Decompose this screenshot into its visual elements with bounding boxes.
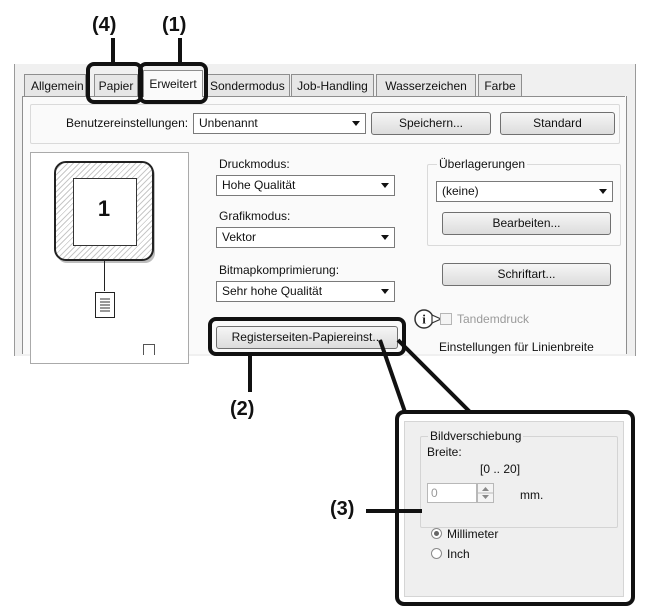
callout-4: (4) <box>92 14 117 36</box>
user-settings-group <box>30 104 620 144</box>
print-mode-value: Hohe Qualität <box>222 178 296 192</box>
page-sheet <box>73 178 137 246</box>
callout-2: (2) <box>230 398 255 420</box>
chevron-down-icon <box>381 235 389 240</box>
preview-connector <box>104 261 105 291</box>
tandem-checkbox[interactable] <box>440 313 452 325</box>
chevron-down-icon <box>352 121 360 126</box>
edit-overlay-button[interactable]: Bearbeiten... <box>442 212 611 235</box>
callout-1: (1) <box>162 14 187 36</box>
graphics-mode-value: Vektor <box>222 230 257 244</box>
tab-allgemein[interactable]: Allgemein <box>24 74 86 96</box>
width-value: 0 <box>431 486 438 500</box>
callout-line-4 <box>111 38 115 68</box>
tab-farbe[interactable]: Farbe <box>478 74 522 96</box>
callout-line-3 <box>366 509 422 513</box>
radio-millimeter[interactable] <box>431 528 442 539</box>
image-shift-title: Bildverschiebung <box>428 429 524 443</box>
bitmap-compression-value: Sehr hohe Qualität <box>222 284 323 298</box>
overlays-value: (keine) <box>442 184 479 198</box>
width-unit: mm. <box>520 488 544 502</box>
user-settings-value: Unbenannt <box>199 116 258 130</box>
default-button[interactable]: Standard <box>500 112 615 135</box>
bitmap-compression-select[interactable]: Sehr hohe Qualität <box>216 281 395 302</box>
highlight-tab-erweitert <box>138 62 208 104</box>
tab-wasserzeichen[interactable]: Wasserzeichen <box>376 74 476 96</box>
callout-line-1 <box>178 38 182 68</box>
info-icon: i <box>414 308 443 330</box>
radio-millimeter-label: Millimeter <box>447 527 499 541</box>
save-button[interactable]: Speichern... <box>371 112 491 135</box>
overlays-select[interactable]: (keine) <box>436 181 613 202</box>
spin-arrows-icon <box>478 487 493 499</box>
tab-divider <box>22 96 625 97</box>
graphics-mode-label: Grafikmodus: <box>219 209 291 223</box>
small-page-icon <box>143 344 155 355</box>
width-label: Breite: <box>427 445 462 459</box>
font-button[interactable]: Schriftart... <box>442 263 611 286</box>
svg-text:i: i <box>422 312 426 327</box>
chevron-down-icon <box>381 289 389 294</box>
chevron-down-icon <box>599 189 607 194</box>
chevron-down-icon <box>381 183 389 188</box>
document-icon <box>95 292 115 318</box>
tab-job-handling[interactable]: Job-Handling <box>291 74 374 96</box>
highlight-tab-paper-button <box>208 317 406 356</box>
user-settings-select[interactable]: Unbenannt <box>193 113 366 134</box>
radio-inch-label: Inch <box>447 547 470 561</box>
tandem-label: Tandemdruck <box>457 312 530 326</box>
width-input[interactable]: 0 <box>427 483 477 503</box>
width-range: [0 .. 20] <box>480 462 521 476</box>
callout-3: (3) <box>330 498 355 520</box>
overlays-label: Überlagerungen <box>437 157 528 171</box>
line-width-label: Einstellungen für Linienbreite <box>439 340 594 354</box>
tab-erweitert[interactable]: Erweitert <box>143 70 203 97</box>
width-spinner[interactable] <box>477 483 494 503</box>
tab-sondermodus[interactable]: Sondermodus <box>206 74 290 96</box>
image-shift-group <box>404 421 624 597</box>
bitmap-compression-label: Bitmapkomprimierung: <box>219 263 340 277</box>
tab-papier[interactable]: Papier <box>94 74 138 96</box>
graphics-mode-select[interactable]: Vektor <box>216 227 395 248</box>
print-mode-label: Druckmodus: <box>219 157 290 171</box>
radio-inch[interactable] <box>431 548 442 559</box>
user-settings-label: Benutzereinstellungen: <box>66 116 189 130</box>
callout-line-2 <box>248 356 252 392</box>
tab-paper-settings-button[interactable]: Registerseiten-Papiereinst... <box>216 326 398 349</box>
page-number: 1 <box>97 196 111 221</box>
print-mode-select[interactable]: Hohe Qualität <box>216 175 395 196</box>
